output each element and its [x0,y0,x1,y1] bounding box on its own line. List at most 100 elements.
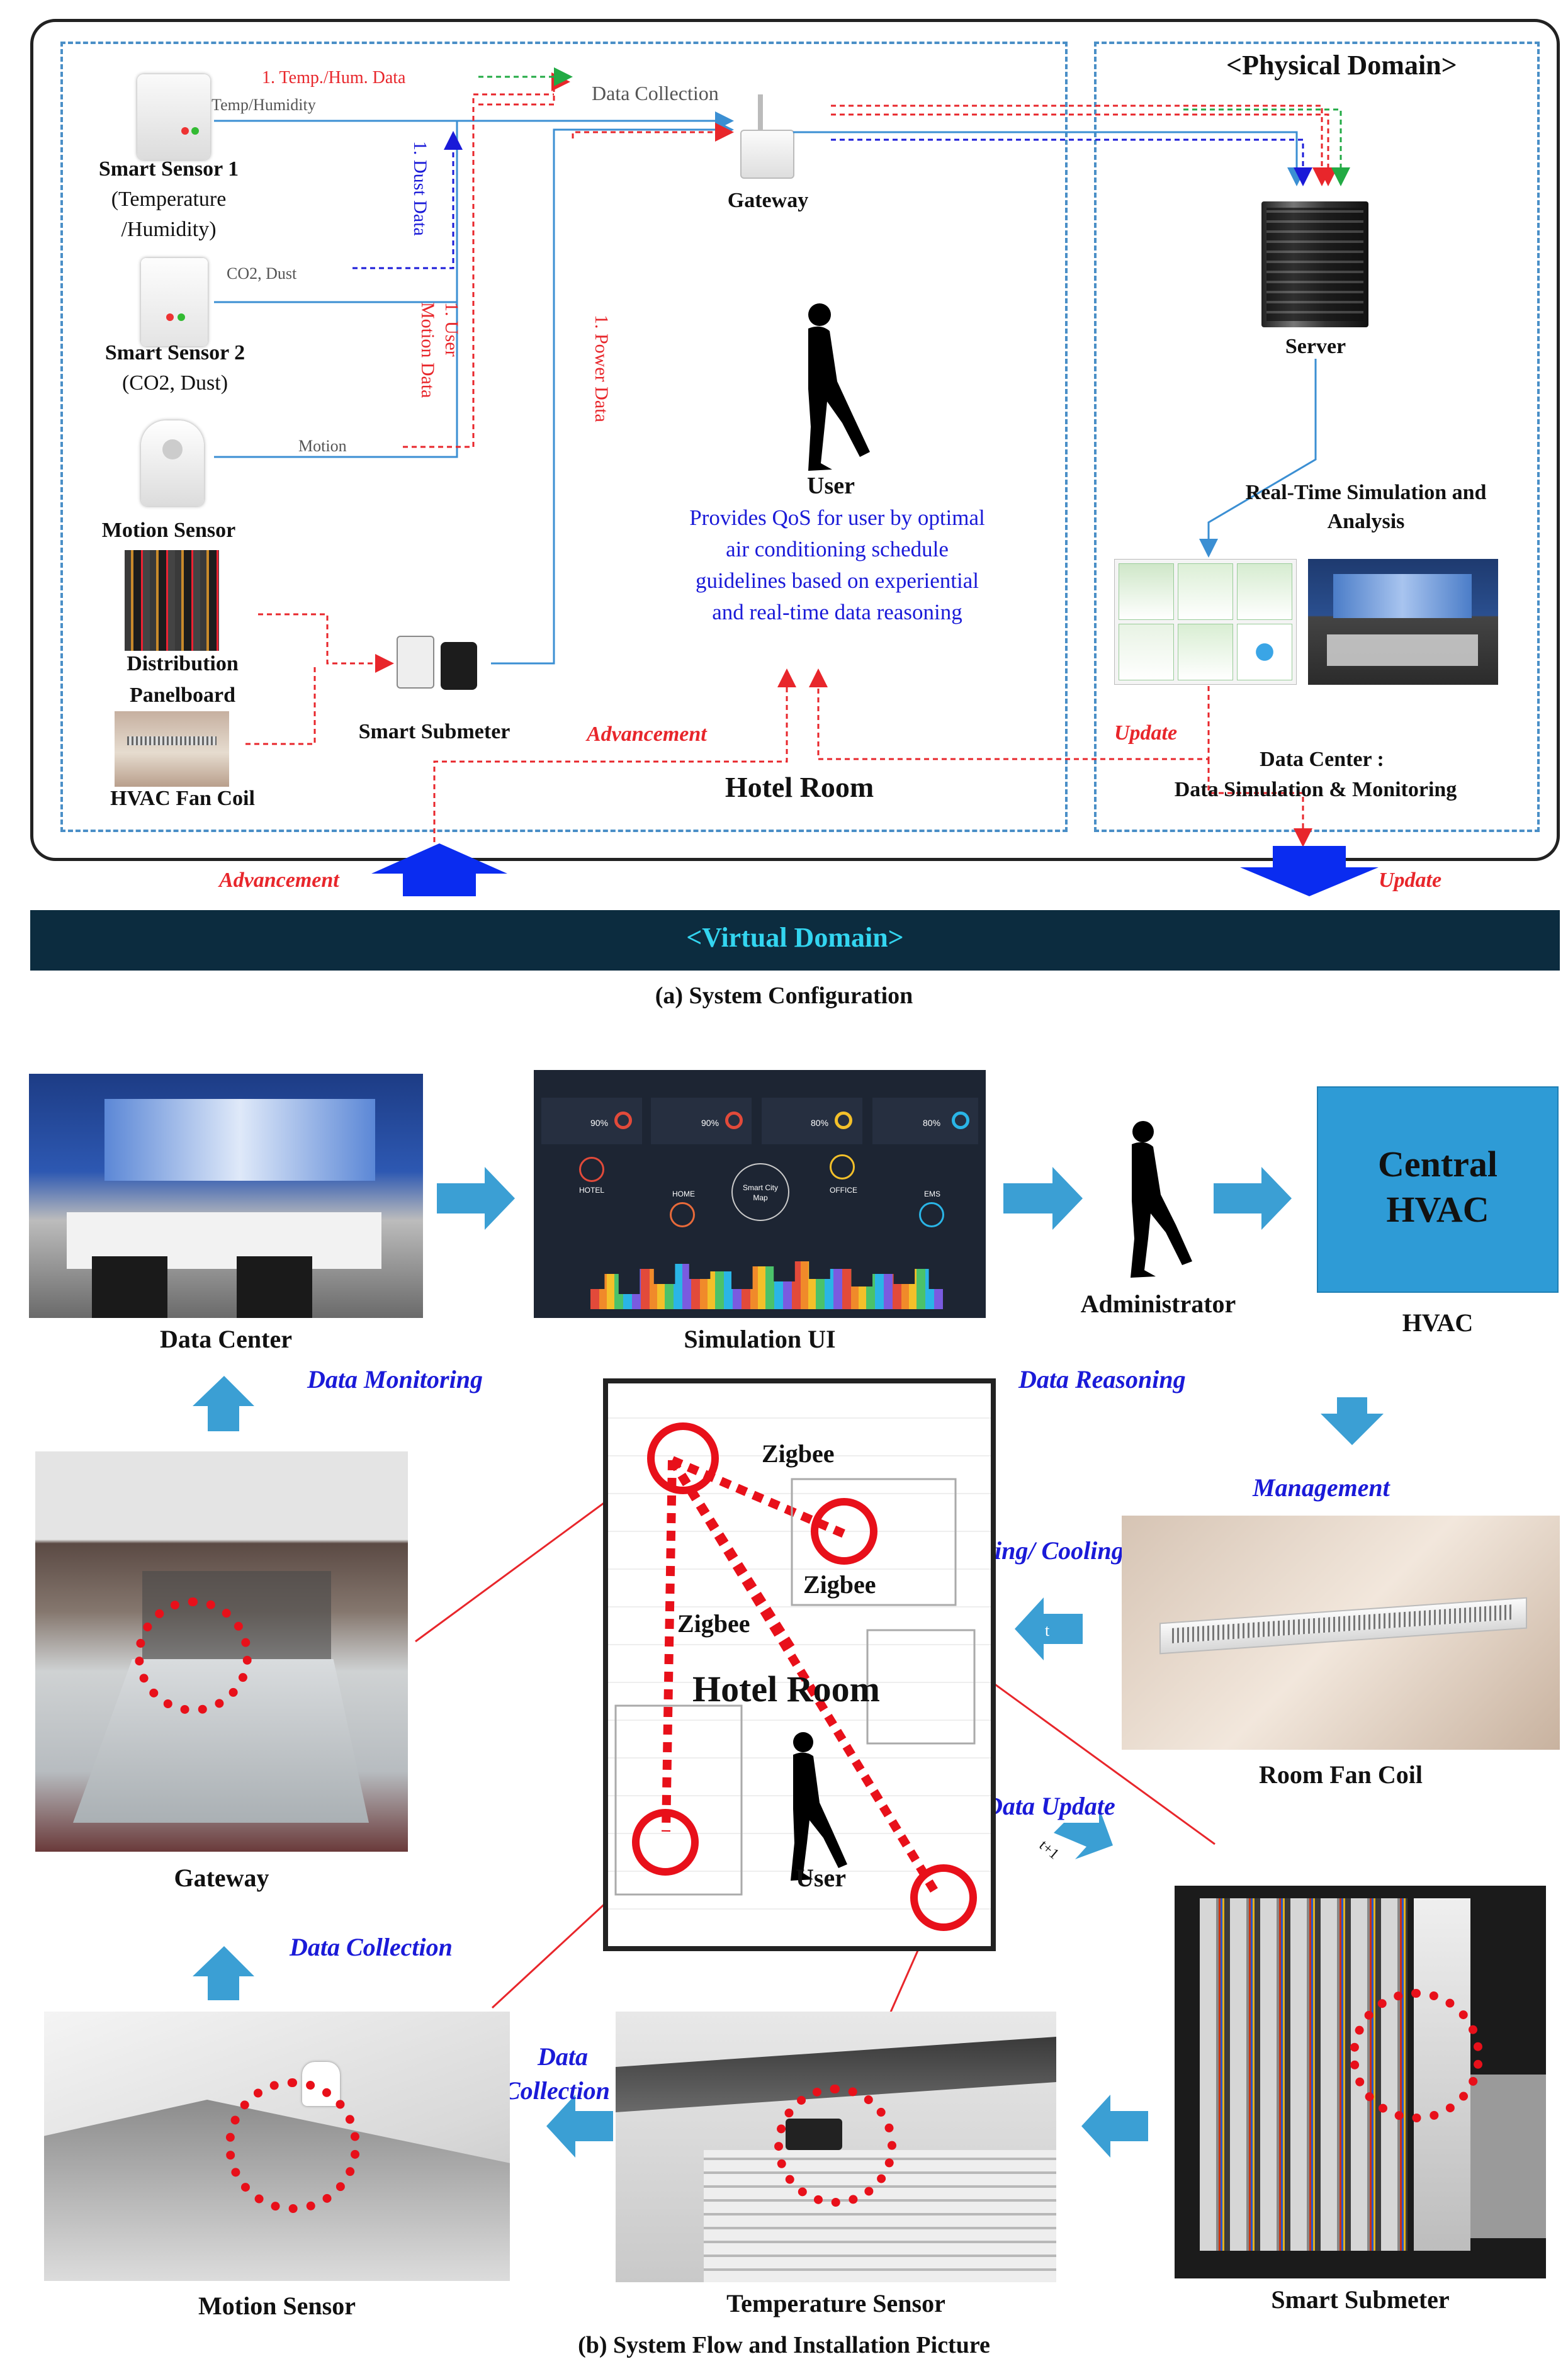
smart-submeter-highlight-circle [1350,1989,1483,2122]
room-fan-coil-label: Room Fan Coil [1259,1760,1423,1789]
room-fan-coil-photo [1122,1516,1560,1750]
smart-sensor-2-label: Smart Sensor 2 [104,341,245,364]
smart-sensor-1-detail-2: /Humidity) [121,218,217,241]
distribution-panelboard-image [125,550,219,651]
sim-map-label-1: Smart City [742,1183,778,1192]
sim-percent-2: 90% [701,1118,719,1128]
virtual-domain-band [30,910,1560,971]
smart-sensor-1-detail-1: (Temperature [111,188,227,211]
co2-dust-line-label: CO2, Dust [227,264,297,283]
gateway-image [736,94,794,179]
physical-domain-dashed-box [1094,42,1540,832]
central-hvac-label-2: HVAC [1386,1189,1489,1230]
update-down-arrow [1240,846,1379,896]
distribution-panelboard-label-2: Panelboard [129,684,236,707]
central-hvac-box [1317,1086,1559,1293]
hvac-fan-coil-image [115,711,229,787]
data-center-photo [29,1074,423,1318]
user-motion-data-label-2: Motion Data [417,302,438,398]
user-description-line-1: Provides QoS for user by optimal [689,505,985,530]
advancement-up-arrow [371,843,507,896]
administrator-label: Administrator [1080,1290,1236,1318]
sim-map-label-2: Map [753,1193,768,1202]
data-center-label-2: Data Simulation & Monitoring [1174,778,1457,801]
data-center-photo-a [1308,559,1498,685]
system-configuration-frame [30,19,1560,861]
connection-lines-a [214,67,1350,869]
realtime-simulation-label-1: Real-Time Simulation and [1245,481,1487,504]
zigbee-label-3: Zigbee [677,1609,750,1638]
sim-percent-4: 80% [923,1118,941,1128]
data-collection-label-1: Data Collection [290,1933,453,1961]
zigbee-node-3 [632,1809,699,1876]
temp-humidity-line-label: Temp/Humidity [212,96,316,114]
sim-office-label: OFFICE [830,1186,857,1195]
update-inner-label: Update [1114,721,1178,745]
data-update-label: Data Update [984,1792,1115,1820]
distribution-panelboard-label-1: Distribution [127,652,239,675]
smart-sensor-2-image [141,258,208,346]
data-center-label: Data Center [160,1325,292,1353]
smart-submeter-image [397,629,485,690]
advancement-inner-label: Advancement [587,723,707,746]
sim-percent-1: 90% [590,1118,609,1128]
gateway-highlight-circle [135,1597,252,1714]
motion-line-label: Motion [298,437,347,455]
data-center-label-1: Data Center : [1260,748,1384,771]
data-collection-label-2a: Data [538,2042,588,2071]
zigbee-node-4 [910,1864,977,1931]
server-image [1261,201,1368,327]
gateway-label: Gateway [727,189,809,212]
administrator-silhouette [1131,1121,1192,1278]
simulation-dashboard-thumbnails [1114,559,1297,685]
smart-sensor-2-detail: (CO2, Dust) [121,371,228,395]
management-label: Management [1253,1473,1390,1502]
sim-ems-label: EMS [924,1190,941,1198]
sim-home-label: HOME [672,1190,695,1198]
virtual-domain-label: <Virtual Domain> [686,922,904,953]
smart-submeter-label: Smart Submeter [358,720,510,743]
smart-sensor-1-label: Smart Sensor 1 [98,157,239,181]
user-description-line-3: guidelines based on experiential [696,568,979,593]
user-silhouette-a [808,303,870,471]
gateway-photo [35,1451,408,1852]
hvac-fan-coil-label: HVAC Fan Coil [110,787,255,810]
server-label: Server [1285,335,1346,358]
zigbee-node-1 [647,1422,719,1494]
user-description: Provides QoS for user by optimal air con… [604,502,1070,628]
gateway-label-b: Gateway [174,1864,269,1892]
motion-sensor-label-b: Motion Sensor [198,2292,356,2320]
advancement-outer-label: Advancement [219,869,339,892]
hotel-room-label-b: Hotel Room [692,1669,880,1709]
simulation-ui-label: Simulation UI [684,1325,836,1353]
temperature-sensor-label: Temperature Sensor [726,2289,945,2317]
zigbee-label-1: Zigbee [762,1439,835,1468]
hotel-room-dashed-box [60,42,1068,832]
central-hvac-label-1: Central [1377,1144,1498,1185]
user-motion-data-label-1: 1. User [441,302,462,357]
t-label: t [1045,1621,1050,1640]
dust-data-label: 1. Dust Data [410,141,431,236]
smart-sensor-1-image [137,74,210,160]
user-description-line-4: and real-time data reasoning [712,600,962,624]
power-data-label: 1. Power Data [591,315,612,422]
temp-hum-data-label: 1. Temp./Hum. Data [262,68,406,87]
data-collection-label-a: Data Collection [592,82,719,104]
temperature-sensor-highlight-circle [774,2085,896,2207]
motion-sensor-highlight-circle [225,2078,360,2213]
physical-domain-label: <Physical Domain> [1226,50,1457,81]
data-reasoning-label: Data Reasoning [1018,1365,1186,1394]
zigbee-node-2 [811,1498,877,1565]
caption-a: (a) System Configuration [655,982,913,1009]
data-collection-label-2b: Collection [504,2076,610,2105]
user-description-line-2: air conditioning schedule [726,537,949,561]
zigbee-label-2: Zigbee [803,1570,876,1599]
sim-percent-3: 80% [811,1118,829,1128]
data-monitoring-label: Data Monitoring [307,1365,483,1394]
smart-submeter-photo [1175,1886,1546,2278]
sim-hotel-label: HOTEL [579,1186,605,1195]
update-outer-label: Update [1379,869,1442,892]
caption-b: (b) System Flow and Installation Picture [578,2332,990,2358]
user-label-a: User [807,473,855,499]
user-label-b: User [796,1864,846,1892]
